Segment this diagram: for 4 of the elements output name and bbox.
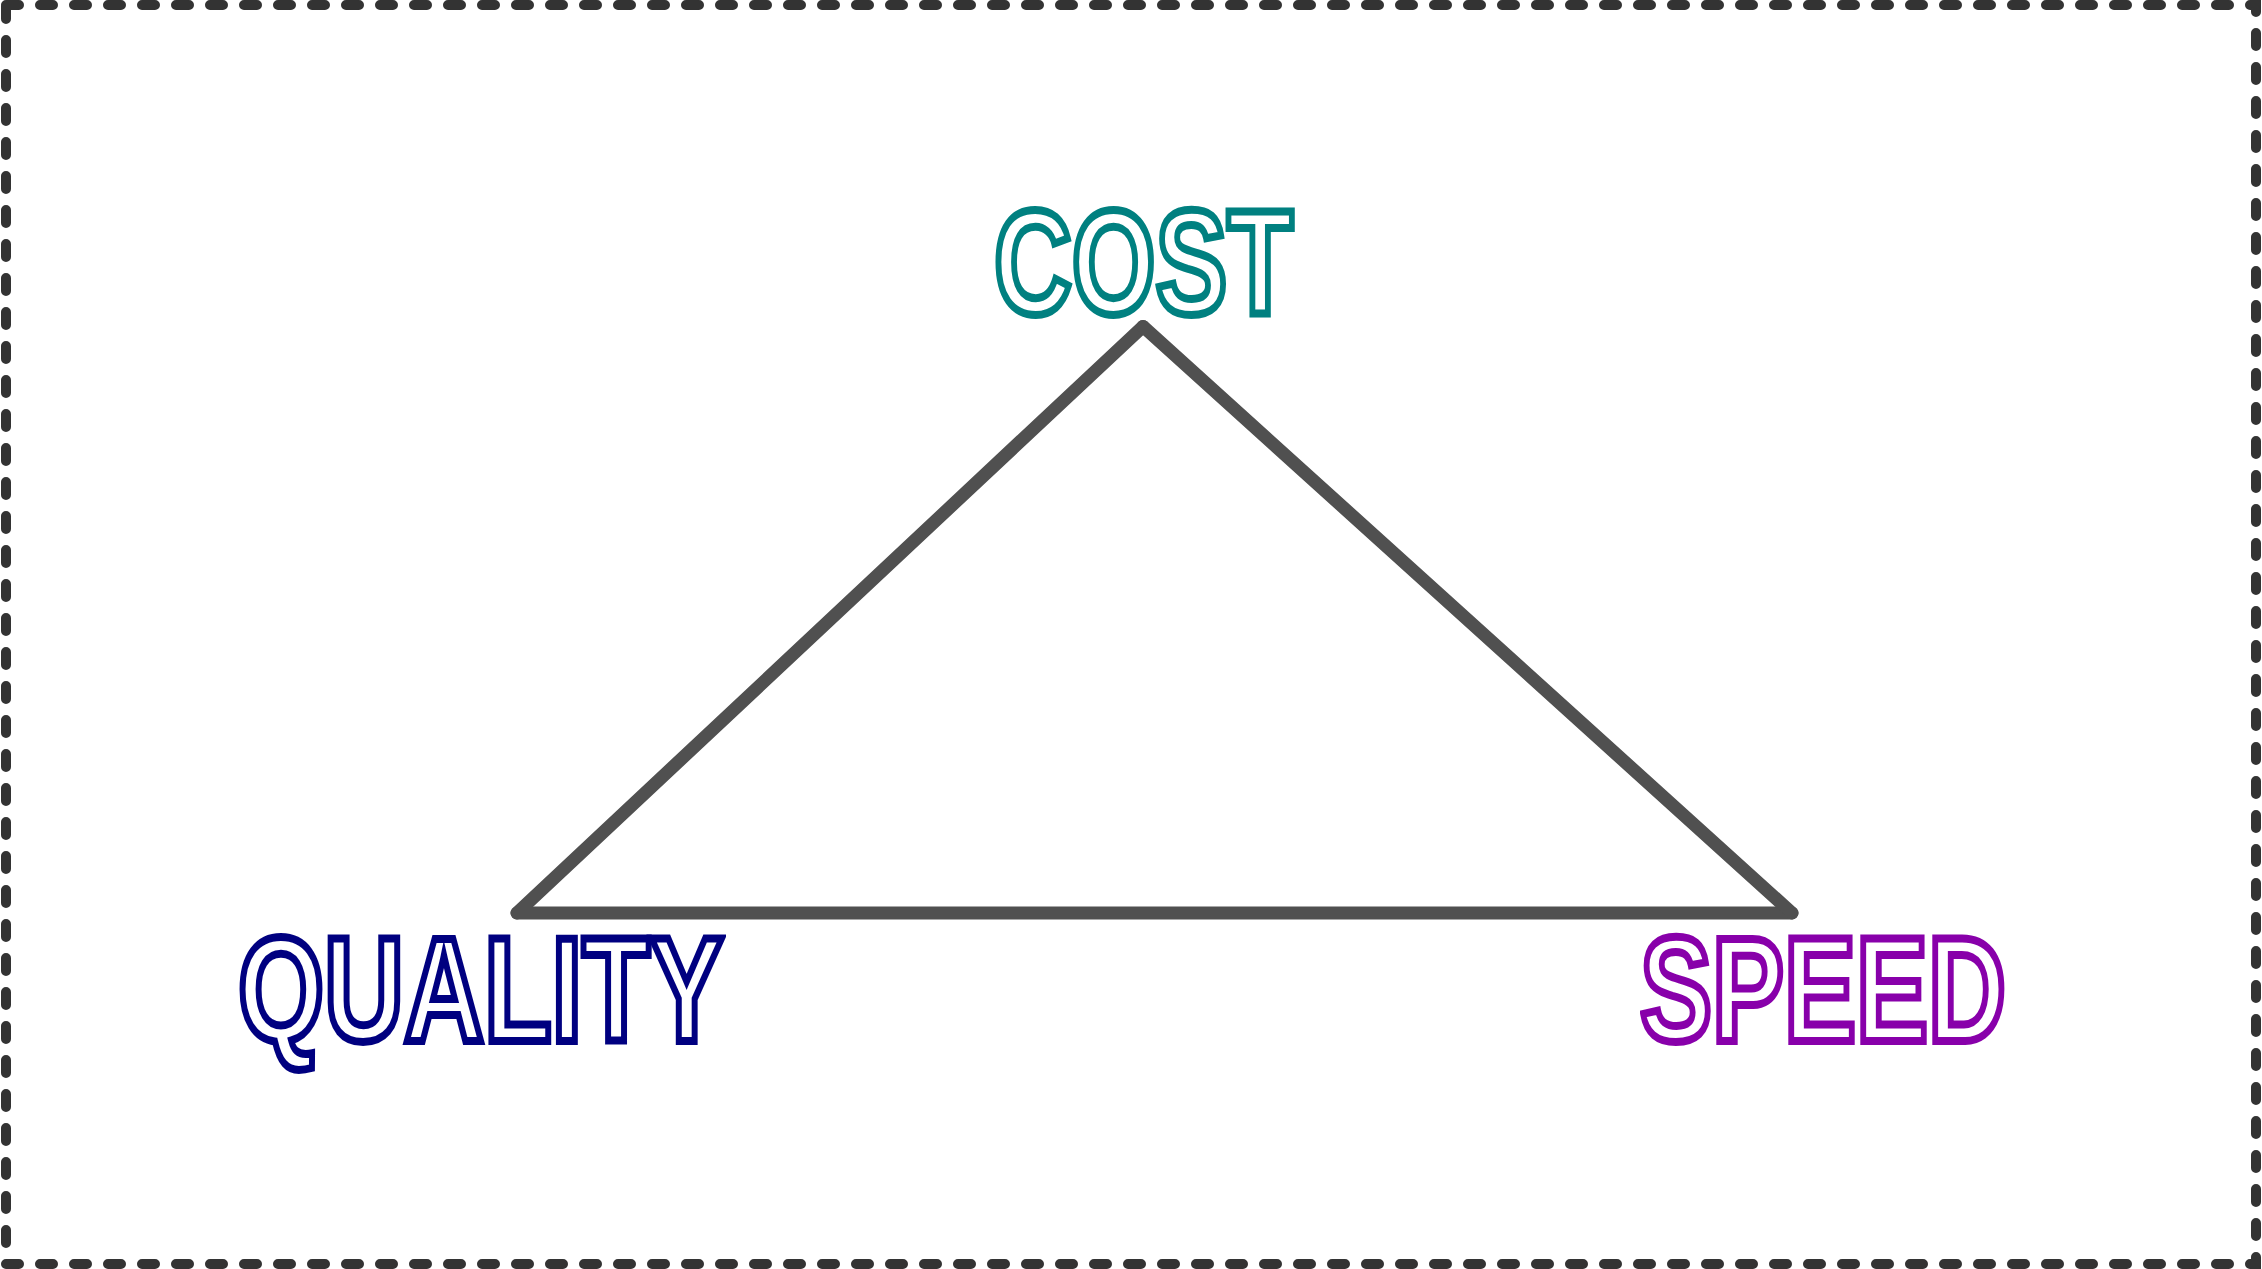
vertex-label: QUALITY [238, 929, 724, 1076]
vertex-label: SPEED [1640, 929, 2006, 1054]
vertex-label: COST [994, 202, 1294, 327]
triangle-side [1136, 319, 1799, 920]
